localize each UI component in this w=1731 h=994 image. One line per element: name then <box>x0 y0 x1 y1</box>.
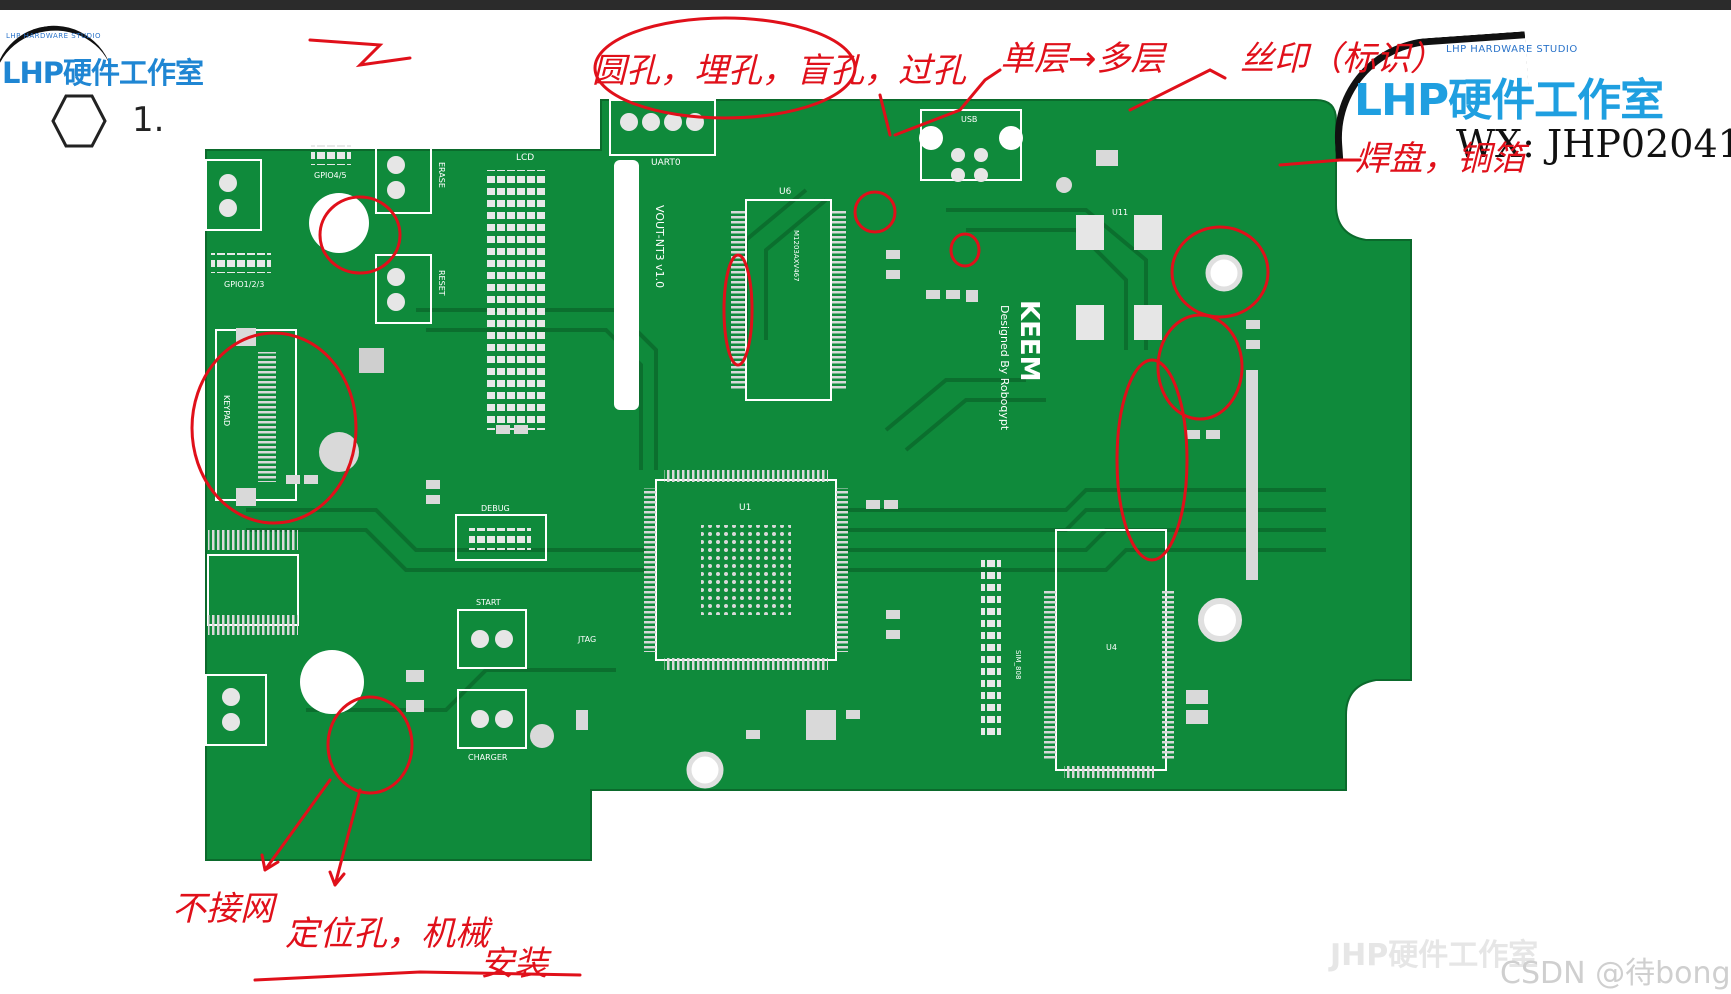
start-label: START <box>476 598 501 607</box>
mcu-right-pins <box>836 488 848 652</box>
debug-pins <box>469 528 531 550</box>
smd-components <box>286 150 1260 740</box>
keypad-label: KEYPAD <box>222 395 231 426</box>
annotation-mounting-text: 不接网 <box>172 889 278 929</box>
left-ic-pins <box>208 530 298 550</box>
sim-pads <box>981 560 1001 740</box>
mcu-pad-array <box>701 525 791 615</box>
mcu-top-pins <box>664 470 828 482</box>
pcb-photo: UART0 LCD KEYPAD GPIO7 GPIO4/5 GPIO1/2/3… <box>186 90 1432 890</box>
u11-label: U11 <box>1112 208 1128 217</box>
fiducial-pad <box>1056 177 1072 193</box>
keypad-pad <box>236 328 256 346</box>
annotation-arrow <box>308 38 412 68</box>
u4-left-pins <box>1044 590 1056 760</box>
mcu-left-pins <box>644 488 656 652</box>
logo-name: LHP硬件工作室 <box>2 56 204 90</box>
charger-silk <box>457 689 527 749</box>
lcd-connector <box>486 170 546 430</box>
logo-tagline: LHP HARDWARE STUDIO <box>1446 44 1578 55</box>
reset-silk <box>375 254 432 324</box>
designed-by-marking: Designed By Roboqypt <box>998 305 1011 431</box>
usb-label: USB <box>961 115 977 124</box>
hexagon-bullet-icon <box>51 94 107 148</box>
mounting-hole-right-top <box>1205 254 1243 292</box>
gpio7-label: GPIO7 <box>194 170 203 195</box>
top-bar <box>0 0 1731 10</box>
u1-label: U1 <box>739 503 751 513</box>
u4-bottom-pins <box>1064 766 1154 778</box>
start-silk <box>457 609 527 669</box>
mounting-hole-right-bottom <box>1198 598 1242 642</box>
contact-wechat: WX: JHP020419 <box>1456 122 1731 166</box>
u6-label: U6 <box>779 187 792 197</box>
fiducial-pad <box>530 724 554 748</box>
brand-marking: KEEM <box>1014 300 1044 382</box>
annotation-mounting3-text: 安装 <box>480 944 552 984</box>
u4-label: U4 <box>1106 643 1117 652</box>
reset-label: RESET <box>437 270 446 296</box>
annotation-mounting2-text: 定位孔，机械 <box>285 914 493 954</box>
gpio7-silk <box>205 159 262 231</box>
cap-c45 <box>1076 215 1104 250</box>
gpio45-pads <box>311 145 351 165</box>
debug-label: DEBUG <box>481 504 510 513</box>
gpio45-label: GPIO4/5 <box>314 171 347 180</box>
watermark-text: JHP硬件工作室 <box>1330 938 1539 973</box>
studio-logo-large: LHP HARDWARE STUDIO LHP硬件工作室 <box>1328 14 1731 162</box>
debug-silk <box>455 514 547 561</box>
lcd-label: LCD <box>516 153 534 163</box>
keypad-pad <box>236 488 256 506</box>
erase-label: ERASE <box>437 162 446 188</box>
annotation-layers-text: 单层→多层 <box>1000 39 1167 79</box>
sim-label: SIM_808 <box>1014 650 1022 679</box>
board-slot <box>614 160 639 410</box>
u4-right-pins <box>1162 590 1174 760</box>
logo-tagline: LHP HARDWARE STUDIO <box>6 32 102 40</box>
list-item-number: 1. <box>132 100 165 140</box>
mounting-hole-bottom-left <box>300 650 364 714</box>
small-ic <box>359 348 384 373</box>
mounting-hole-bottom <box>686 751 724 789</box>
keypad-pins <box>258 352 276 482</box>
jtag-label: JTAG <box>577 635 596 644</box>
u6-right-pins <box>832 210 846 390</box>
logo-name: LHP硬件工作室 <box>1354 75 1664 126</box>
charger-label: CHARGER <box>468 753 508 762</box>
studio-logo-small: LHP HARDWARE STUDIO LHP硬件工作室 <box>0 17 270 100</box>
mcu-bottom-pins <box>664 658 828 670</box>
annotation-underline <box>253 970 582 982</box>
mounting-hole-top-left <box>309 193 369 253</box>
pcb-board: UART0 LCD KEYPAD GPIO7 GPIO4/5 GPIO1/2/3… <box>194 99 1412 861</box>
gpio0123-label: GPIO1/2/3 <box>224 280 264 289</box>
cap-c46 <box>1076 305 1104 340</box>
u6-left-pins <box>731 210 745 390</box>
batt-label: BATT <box>196 690 205 710</box>
usb-hole <box>919 126 943 150</box>
gpio0123-pads <box>211 253 271 273</box>
annotation-holes-text: 圆孔，埋孔，盲孔，过孔 <box>592 51 967 91</box>
fiducial-pad <box>319 432 359 472</box>
vout-marking: VOUT-NT3 v1.0 <box>653 205 666 288</box>
batt-silk <box>205 674 267 746</box>
usb-pins <box>951 148 988 182</box>
erase-silk <box>375 144 432 214</box>
chip-marking: M1203AXV467 <box>792 230 800 282</box>
cap-c47 <box>1134 305 1162 340</box>
csdn-credit: CSDN @待bong <box>1500 956 1731 991</box>
cap-c44 <box>1134 215 1162 250</box>
left-ic-pins <box>208 615 298 635</box>
usb-hole <box>999 126 1023 150</box>
uart-label: UART0 <box>651 158 681 168</box>
